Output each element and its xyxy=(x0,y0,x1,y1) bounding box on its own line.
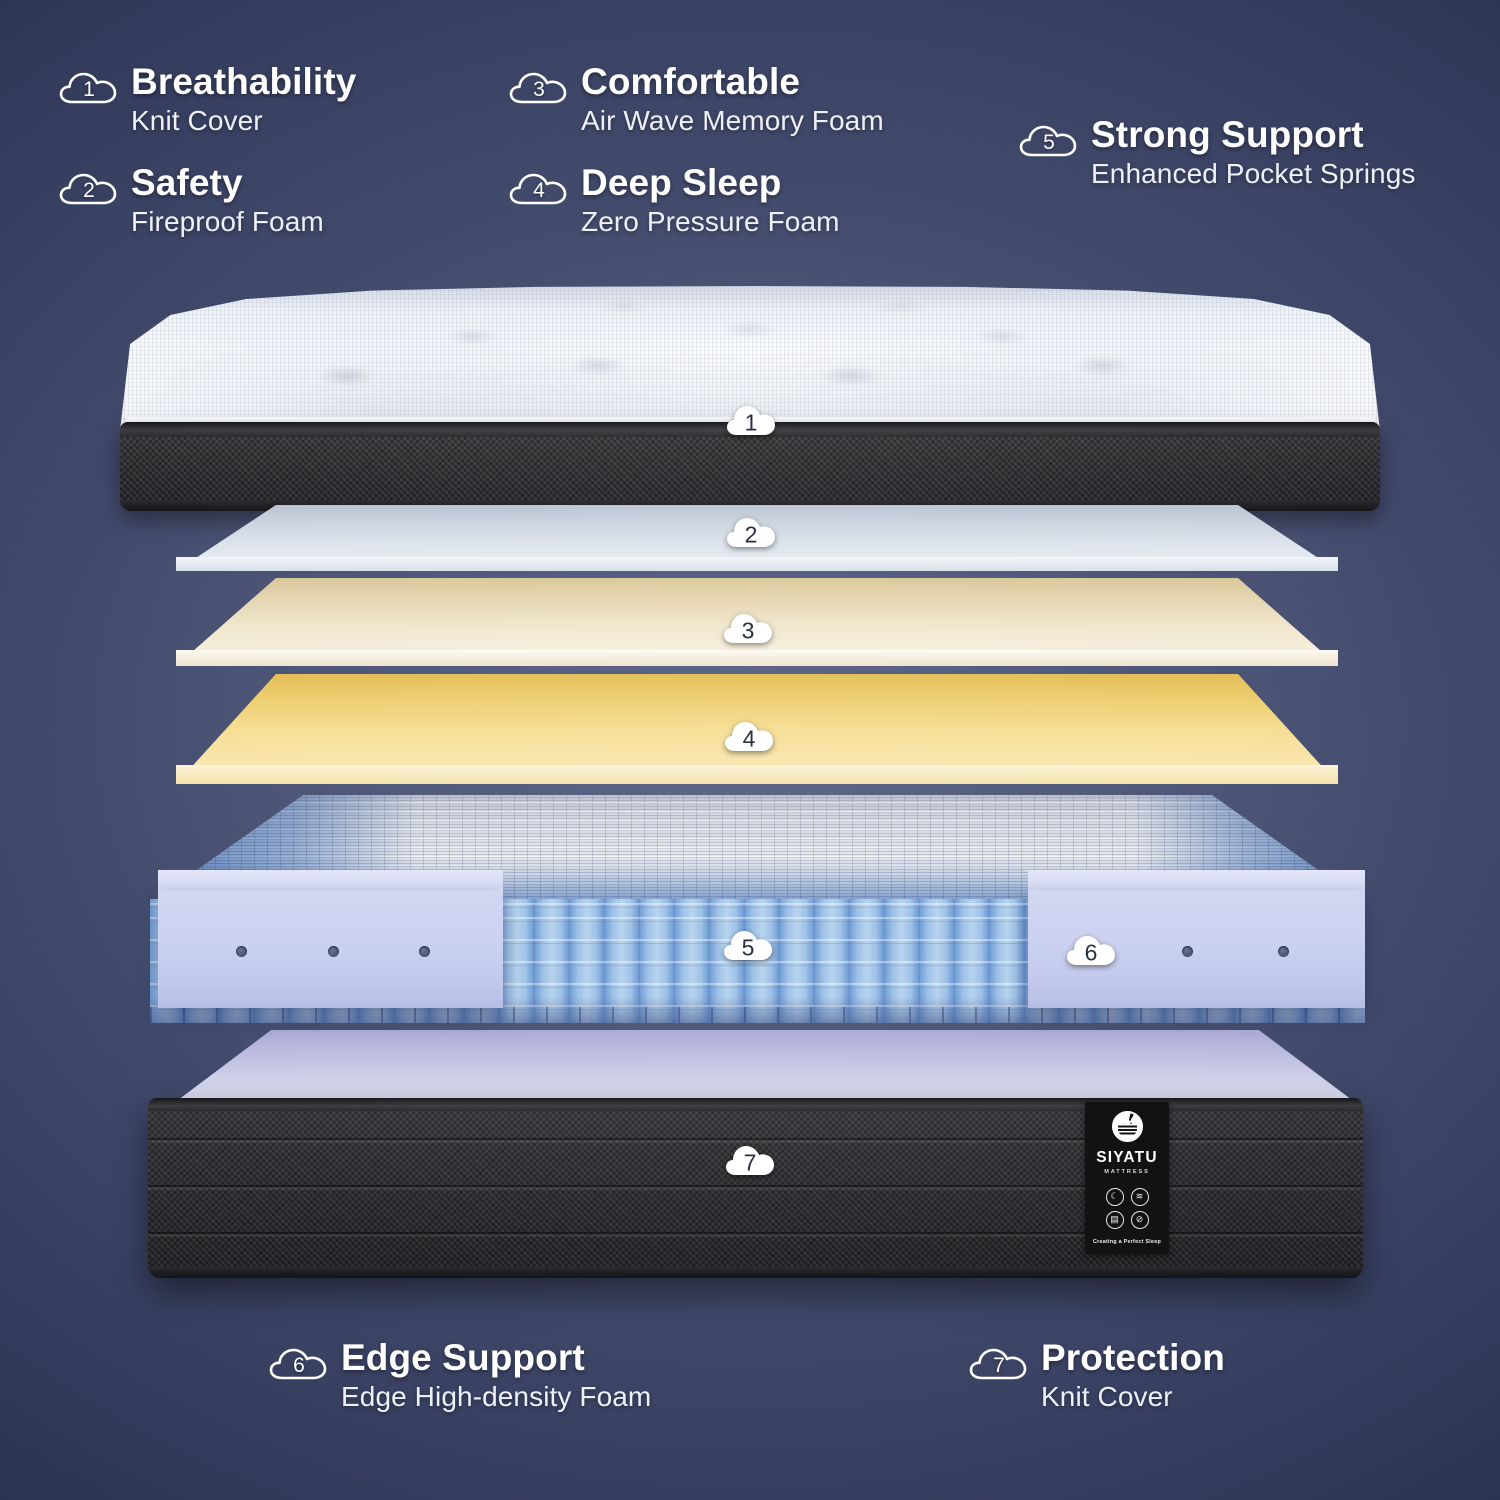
cloud-number-icon: 5 xyxy=(1018,122,1078,162)
layer-badge-2-number: 2 xyxy=(744,521,758,548)
callout-subtitle: Knit Cover xyxy=(1041,1381,1173,1413)
edge-support-rail-left xyxy=(158,870,503,1008)
callout-title: Edge Support xyxy=(341,1337,585,1378)
callout-title: Strong Support xyxy=(1091,114,1364,155)
callout-title: Protection xyxy=(1041,1337,1225,1378)
callout-safety[interactable]: 2 Safety Fireproof Foam xyxy=(58,163,324,242)
callout-protection[interactable]: 7 Protection Knit Cover xyxy=(968,1338,1225,1417)
quilted-top-surface xyxy=(120,286,1380,431)
cloud-number: 4 xyxy=(533,178,545,202)
callout-title: Comfortable xyxy=(581,61,800,102)
vent-hole xyxy=(236,946,247,957)
layer-knit-cover-top xyxy=(120,286,1380,511)
brand-category: MATTRESS xyxy=(1104,1168,1150,1175)
callout-subtitle: Knit Cover xyxy=(131,105,263,137)
layer-badge-6-number: 6 xyxy=(1084,939,1098,966)
layer-badge-5-number: 5 xyxy=(741,934,755,961)
vent-hole xyxy=(1278,946,1289,957)
callout-subtitle: Zero Pressure Foam xyxy=(581,206,840,238)
base-top-piping xyxy=(148,1098,1363,1111)
no-noise-icon: ⊘ xyxy=(1130,1210,1149,1229)
base-bottom-piping xyxy=(148,1266,1363,1278)
pressure-relief-icon: ≋ xyxy=(1130,1187,1149,1206)
edge-rail-right-top-face xyxy=(1028,870,1365,892)
layer-badge-4-number: 4 xyxy=(742,725,756,752)
wave-circle-logo-icon xyxy=(1111,1111,1143,1142)
zero-pressure-foam-front-edge xyxy=(176,765,1338,784)
layer-badge-4[interactable]: 4 xyxy=(723,716,775,756)
layer-badge-1[interactable]: 1 xyxy=(725,400,777,440)
layers-icon: ▤ xyxy=(1105,1210,1124,1229)
mattress-side-panel xyxy=(120,422,1380,511)
layer-badge-3[interactable]: 3 xyxy=(722,608,774,648)
base-top-foam-surface xyxy=(170,1030,1360,1106)
brand-feature-icons: ☾ ≋ ▤ ⊘ xyxy=(1105,1187,1149,1229)
vent-hole xyxy=(328,946,339,957)
callout-edge-support[interactable]: 6 Edge Support Edge High-density Foam xyxy=(268,1338,651,1417)
cloud-number-icon: 2 xyxy=(58,170,118,210)
cloud-number: 7 xyxy=(993,1353,1005,1377)
callout-subtitle: Edge High-density Foam xyxy=(341,1381,652,1413)
cloud-number-icon: 7 xyxy=(968,1345,1028,1385)
cloud-number: 3 xyxy=(533,77,545,101)
cloud-number-icon: 1 xyxy=(58,69,118,109)
memory-foam-front-edge xyxy=(176,650,1338,666)
callout-subtitle: Fireproof Foam xyxy=(131,206,324,238)
callout-breathability[interactable]: 1 Breathability Knit Cover xyxy=(58,62,356,141)
fireproof-foam-front-edge xyxy=(176,557,1338,571)
layer-badge-3-number: 3 xyxy=(741,617,755,644)
callout-strong-support[interactable]: 5 Strong Support Enhanced Pocket Springs xyxy=(1018,115,1416,194)
brand-tagline: Creating a Perfect Sleep xyxy=(1092,1239,1162,1245)
callout-deep-sleep[interactable]: 4 Deep Sleep Zero Pressure Foam xyxy=(508,163,840,242)
edge-rail-left-top-face xyxy=(158,870,503,892)
base-quilted-bands xyxy=(148,1098,1363,1278)
cloud-number: 1 xyxy=(83,77,95,101)
brand-label: SIYATU MATTRESS ☾ ≋ ▤ ⊘ Creating a Perfe… xyxy=(1085,1102,1169,1254)
callout-subtitle: Enhanced Pocket Springs xyxy=(1091,158,1416,190)
sleep-moon-icon: ☾ xyxy=(1105,1187,1124,1206)
cloud-number: 5 xyxy=(1043,130,1055,154)
vent-hole xyxy=(1182,946,1193,957)
layer-badge-7[interactable]: 7 xyxy=(724,1140,776,1180)
layer-knit-cover-base xyxy=(148,1098,1363,1278)
callout-title: Breathability xyxy=(131,61,357,102)
cloud-number: 6 xyxy=(293,1353,305,1377)
layer-air-wave-memory-foam xyxy=(176,578,1338,666)
layer-badge-1-number: 1 xyxy=(744,409,758,436)
callout-subtitle: Air Wave Memory Foam xyxy=(581,105,884,137)
layer-badge-7-number: 7 xyxy=(743,1149,757,1176)
layer-badge-2[interactable]: 2 xyxy=(725,512,777,552)
callout-comfortable[interactable]: 3 Comfortable Air Wave Memory Foam xyxy=(508,62,884,141)
callout-title: Safety xyxy=(131,162,243,203)
brand-name: SIYATU xyxy=(1096,1149,1158,1166)
cloud-number: 2 xyxy=(83,178,95,202)
layer-badge-6[interactable]: 6 xyxy=(1065,930,1117,970)
spring-bottom-scallops xyxy=(150,1007,1365,1023)
layer-badge-5[interactable]: 5 xyxy=(722,925,774,965)
vent-hole xyxy=(419,946,430,957)
callout-title: Deep Sleep xyxy=(581,162,782,203)
cloud-number-icon: 4 xyxy=(508,170,568,210)
cloud-number-icon: 6 xyxy=(268,1345,328,1385)
cloud-number-icon: 3 xyxy=(508,69,568,109)
